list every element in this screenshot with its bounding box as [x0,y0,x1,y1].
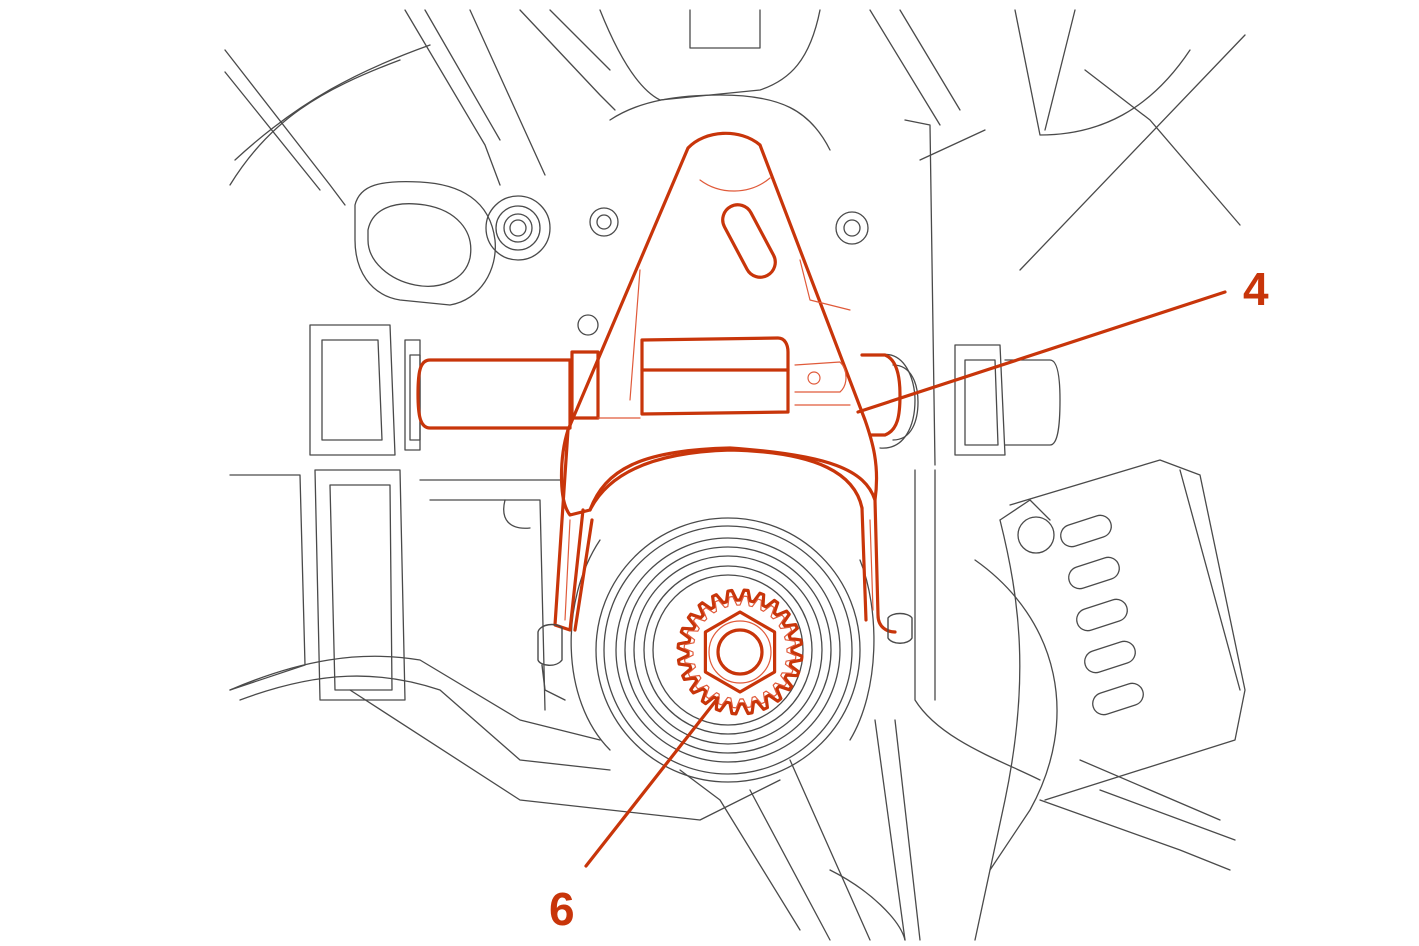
drive-gear [676,588,804,716]
housing-background [224,9,1246,941]
tensioner-bracket [416,131,913,701]
leader-line-4 [856,290,1227,414]
leader-line-6 [584,696,720,868]
callout-label-6: 6 [549,883,575,935]
callout-label-4: 4 [1243,263,1269,315]
